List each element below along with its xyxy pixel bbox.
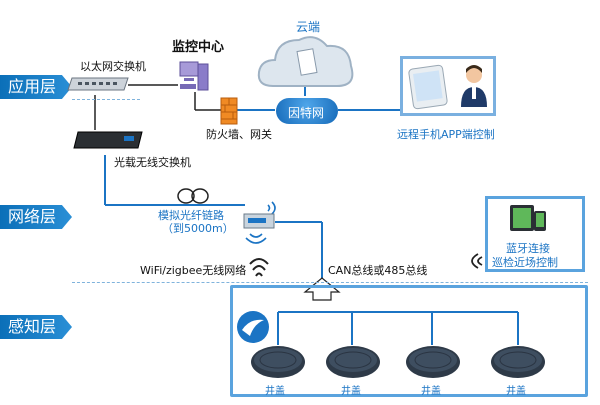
phone-icon: [405, 61, 455, 111]
wireless-network-label: WiFi/zigbee无线网络: [140, 264, 247, 277]
firewall-label: 防火墙、网关: [206, 128, 272, 141]
monitoring-center-label: 监控中心: [172, 40, 225, 55]
optical-switch-label: 光载无线交换机: [114, 156, 191, 169]
manhole-cover-icon: [250, 345, 306, 379]
optical-switch-icon: [72, 130, 144, 150]
bluetooth-signal-icon: [462, 250, 484, 272]
bluetooth-box: [485, 196, 585, 272]
manhole-label: 井盖: [341, 386, 361, 397]
bluetooth-subtitle: 巡检近场控制: [492, 256, 558, 269]
person-icon: [459, 63, 489, 109]
remote-app-label: 远程手机APP端控制: [397, 128, 495, 141]
brand-logo: [236, 310, 270, 344]
wireless-signal-icon: [244, 256, 274, 286]
computer-icon: [178, 60, 212, 94]
ethernet-switch-label: 以太网交换机: [80, 60, 146, 73]
wireless-node-icon: [238, 198, 284, 246]
layer-tab-application: 应用层: [0, 75, 72, 99]
cloud-icon: [255, 28, 357, 90]
remote-app-box: [400, 56, 496, 116]
internet-label: 因特网: [288, 106, 325, 120]
sensor-network-box: [230, 285, 588, 397]
layer-tab-perception: 感知层: [0, 315, 72, 339]
manhole-cover-icon: [325, 345, 381, 379]
manhole-label: 井盖: [506, 386, 526, 397]
manhole-label: 井盖: [421, 386, 441, 397]
can-bus-label: CAN总线或485总线: [328, 264, 428, 277]
tablet-icon: [508, 203, 548, 233]
manhole-cover-icon: [405, 345, 461, 379]
cloud-label: 云端: [296, 20, 321, 34]
ethernet-switch-icon: [66, 76, 130, 92]
bluetooth-label: 蓝牙连接: [506, 242, 550, 255]
layer-tab-network: 网络层: [0, 205, 72, 229]
firewall-icon: [220, 97, 238, 125]
fiber-coil-icon: [176, 186, 210, 206]
layer-divider: [72, 99, 140, 100]
fiber-link-distance: （到5000m）: [162, 222, 234, 235]
fiber-link-label: 模拟光纤链路: [158, 209, 224, 222]
manhole-label: 井盖: [265, 386, 285, 397]
internet-pill: [276, 98, 338, 124]
layer-divider: [72, 282, 588, 283]
manhole-cover-icon: [490, 345, 546, 379]
